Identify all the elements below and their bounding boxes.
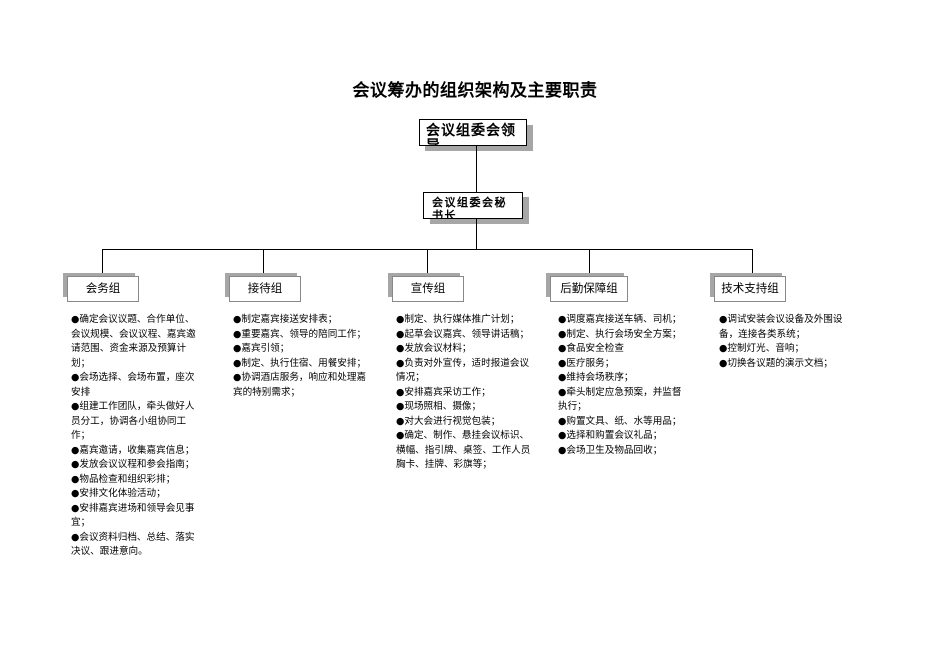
duty-item: ●确定会议议题、合作单位、会议规模、会议议程、嘉宾邀请范围、资金来源及预算计划； (71, 314, 196, 369)
duty-item: ●嘉宾引领； (233, 343, 290, 354)
duty-list-meeting-affairs: ●确定会议议题、合作单位、会议规模、会议议程、嘉宾邀请范围、资金来源及预算计划；… (71, 313, 204, 560)
duty-list-publicity: ●制定、执行媒体推广计划； ●起草会议嘉宾、领导讲话稿； ●发放会议材料； ●负… (396, 313, 532, 473)
bullet-icon: ● (719, 314, 728, 325)
group-label: 技术支持组 (721, 281, 779, 295)
bullet-icon: ● (396, 328, 405, 340)
bullet-icon: ● (719, 343, 728, 354)
duty-item: ●起草会议嘉宾、领导讲话稿； (396, 328, 530, 340)
bullet-icon: ● (396, 415, 405, 427)
duty-item: ●会场卫生及物品回收； (558, 444, 663, 456)
bullet-icon: ● (396, 386, 405, 398)
duty-item: ●食品安全检查 (558, 343, 624, 354)
bullet-icon: ● (71, 488, 80, 499)
bullet-icon: ● (558, 415, 567, 427)
duty-item: ●安排嘉宾进场和领导会见事宜； (71, 502, 195, 529)
duty-item: ●安排文化体验活动； (71, 488, 166, 499)
bullet-icon: ● (396, 430, 405, 441)
bullet-icon: ● (558, 328, 567, 340)
bullet-icon: ● (396, 343, 405, 354)
secretary-box: 会议组委会秘书长 (423, 192, 523, 219)
duty-list-logistics: ●调度嘉宾接送车辆、司机； ●制定、执行会场安全方案； ●食品安全检查 ●医疗服… (558, 313, 686, 458)
duty-item: ●制定、执行会场安全方案； (558, 328, 682, 340)
chart-title: 会议筹办的组织架构及主要职责 (352, 81, 598, 101)
bullet-icon: ● (71, 314, 80, 325)
duty-item: ●负责对外宣传，适时报道会议情况； (396, 357, 530, 384)
group-label: 接待组 (247, 281, 283, 295)
group-box-publicity: 宣传组 (392, 276, 464, 302)
leadership-label: 会议组委会领导 (426, 123, 516, 146)
bullet-icon: ● (719, 357, 728, 369)
duty-item: ●会议资料归档、总结、落实决议、跟进意向。 (71, 531, 195, 558)
bullet-icon: ● (233, 372, 242, 383)
bullet-icon: ● (558, 343, 567, 354)
duty-item: ●控制灯光、音响； (719, 343, 805, 354)
bullet-icon: ● (396, 401, 405, 412)
bullet-icon: ● (233, 357, 242, 369)
duty-item: ●制定嘉宾接送安排表； (233, 314, 338, 325)
duty-item: ●牵头制定应急预案，并监督执行； (558, 386, 682, 413)
duty-item: ●维持会场秩序； (558, 372, 634, 383)
bullet-icon: ● (558, 444, 567, 456)
bullet-icon: ● (71, 502, 80, 514)
bullet-icon: ● (233, 343, 242, 354)
duty-item: ●现场照相、摄像； (396, 401, 482, 412)
bullet-icon: ● (558, 430, 567, 441)
group-label: 会务组 (85, 281, 121, 295)
bullet-icon: ● (233, 314, 242, 325)
duty-item: ●确定、制作、悬挂会议标识、横幅、指引牌、桌签、工作人员胸卡、挂牌、彩旗等； (396, 430, 531, 470)
connector-secretary-bus (476, 219, 477, 249)
drop-line-tech-support (752, 249, 753, 275)
drop-line-publicity (427, 249, 428, 275)
bullet-icon: ● (396, 357, 405, 369)
bullet-icon: ● (558, 386, 567, 398)
bullet-icon: ● (71, 459, 80, 470)
duty-item: ●制定、执行媒体推广计划； (396, 314, 520, 325)
bullet-icon: ● (558, 357, 567, 369)
duty-item: ●对大会进行视觉包装； (396, 415, 501, 427)
group-label: 后勤保障组 (560, 281, 618, 295)
duty-item: ●切换各议题的演示文档； (719, 357, 833, 369)
bullet-icon: ● (233, 328, 242, 340)
duty-item: ●物品检查和组织彩排； (71, 473, 176, 485)
group-box-reception: 接待组 (229, 276, 301, 302)
leadership-box: 会议组委会领导 (419, 119, 527, 146)
duty-item: ●制定、执行住宿、用餐安排； (233, 357, 367, 369)
duty-item: ●购置文具、纸、水等用品； (558, 415, 682, 427)
duty-item: ●发放会议材料； (396, 343, 472, 354)
duty-item: ●调试安装会议设备及外围设备，连接各类系统； (719, 314, 843, 340)
drop-line-logistics (589, 249, 590, 275)
bullet-icon: ● (71, 401, 80, 412)
bullet-icon: ● (71, 473, 80, 485)
duty-item: ●嘉宾邀请，收集嘉宾信息； (71, 444, 195, 456)
group-box-logistics: 后勤保障组 (550, 276, 628, 302)
duty-item: ●调度嘉宾接送车辆、司机； (558, 314, 682, 325)
drop-line-meeting-affairs (102, 249, 103, 275)
group-box-meeting-affairs: 会务组 (67, 276, 139, 302)
bullet-icon: ● (71, 531, 80, 543)
bullet-icon: ● (396, 314, 405, 325)
drop-line-reception (263, 249, 264, 275)
bullet-icon: ● (71, 444, 80, 456)
duty-item: ●医疗服务； (558, 357, 615, 369)
bullet-icon: ● (71, 372, 80, 383)
duty-list-reception: ●制定嘉宾接送安排表； ●重要嘉宾、领导的陪同工作； ●嘉宾引领； ●制定、执行… (233, 313, 369, 400)
duty-item: ●重要嘉宾、领导的陪同工作； (233, 328, 367, 340)
group-label: 宣传组 (410, 281, 446, 295)
bullet-icon: ● (558, 372, 567, 383)
duty-item: ●协调酒店服务，响应和处理嘉宾的特别需求； (233, 372, 367, 398)
duty-item: ●组建工作团队，牵头做好人员分工，协调各小组协同工作； (71, 401, 195, 441)
duty-item: ●安排嘉宾采访工作； (396, 386, 491, 398)
duty-list-tech-support: ●调试安装会议设备及外围设备，连接各类系统； ●控制灯光、音响； ●切换各议题的… (719, 313, 854, 371)
group-box-tech-support: 技术支持组 (714, 276, 786, 302)
duty-item: ●选择和购置会议礼品； (558, 430, 663, 441)
bullet-icon: ● (558, 314, 567, 325)
connector-leadership-secretary (476, 146, 477, 192)
duty-item: ●会场选择、会场布置，座次安排 (71, 372, 195, 398)
duty-item: ●发放会议议程和参会指南； (71, 459, 195, 470)
secretary-label: 会议组委会秘书长 (432, 196, 507, 219)
